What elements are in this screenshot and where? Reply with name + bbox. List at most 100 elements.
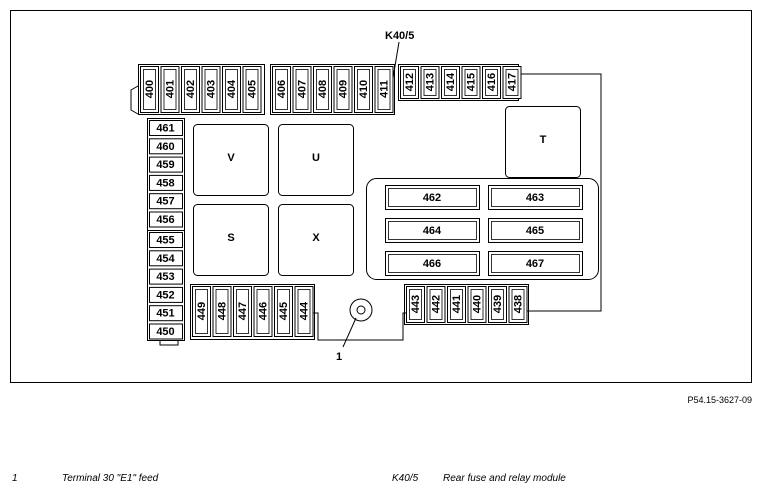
- fuse-444[interactable]: 444: [294, 286, 314, 337]
- fuse-465[interactable]: 465: [488, 218, 583, 243]
- fuse-415[interactable]: 415: [461, 66, 481, 99]
- fuse-label: 446: [258, 302, 270, 320]
- fuse-412[interactable]: 412: [400, 66, 419, 99]
- fuse-461[interactable]: 461: [149, 120, 183, 136]
- fuse-label: 450: [156, 326, 174, 338]
- legend-key-1: 1: [12, 473, 18, 484]
- relay-label: S: [227, 232, 234, 244]
- terminal-inner: [356, 305, 366, 315]
- fuse-407[interactable]: 407: [292, 66, 312, 113]
- fuse-label: 463: [526, 192, 544, 204]
- fuse-410[interactable]: 410: [354, 66, 373, 113]
- fuse-label: 438: [513, 295, 525, 313]
- fuse-label: 445: [278, 302, 290, 320]
- fuse-442[interactable]: 442: [426, 286, 446, 323]
- fuse-457[interactable]: 457: [149, 193, 183, 210]
- relay-X[interactable]: X: [278, 204, 354, 276]
- module-callout: K40/5: [385, 30, 414, 42]
- fuse-452[interactable]: 452: [149, 286, 183, 303]
- fuse-label: 414: [445, 72, 457, 91]
- fuse-464[interactable]: 464: [385, 218, 480, 243]
- fuse-466[interactable]: 466: [385, 251, 480, 276]
- fuse-label: 405: [247, 80, 259, 98]
- relay-label: U: [312, 152, 320, 164]
- fuse-458[interactable]: 458: [149, 174, 183, 191]
- fuse-463[interactable]: 463: [488, 185, 583, 210]
- fuse-label: 448: [217, 302, 229, 320]
- fuse-441[interactable]: 441: [447, 286, 466, 323]
- fuse-443[interactable]: 443: [406, 286, 425, 323]
- fuse-label: 411: [379, 80, 391, 98]
- fuse-401[interactable]: 401: [160, 66, 180, 113]
- fuse-439[interactable]: 439: [488, 286, 507, 323]
- left-lower-housing: [147, 230, 185, 341]
- bottom-left-housing: [190, 284, 315, 340]
- fuse-456[interactable]: 456: [149, 211, 183, 228]
- fuse-413[interactable]: 413: [420, 66, 440, 99]
- fuse-445[interactable]: 445: [274, 286, 293, 337]
- fuse-label: 406: [276, 80, 288, 98]
- fuse-414[interactable]: 414: [441, 66, 460, 99]
- legend-key-2: K40/5: [392, 473, 419, 484]
- fuse-label: 410: [358, 80, 370, 98]
- fuse-label: 417: [507, 73, 519, 91]
- fuse-416[interactable]: 416: [482, 66, 501, 99]
- fuse-438[interactable]: 438: [508, 286, 528, 323]
- fuse-label: 458: [156, 177, 174, 189]
- fuse-409[interactable]: 409: [333, 66, 353, 113]
- fuse-408[interactable]: 408: [313, 66, 332, 113]
- feed-callout-line: [342, 317, 357, 348]
- fuse-400[interactable]: 400: [140, 66, 159, 113]
- relay-V[interactable]: V: [193, 124, 269, 196]
- bottom-right-housing: [404, 284, 529, 325]
- fuse-label: 453: [156, 271, 174, 283]
- fuse-454[interactable]: 454: [149, 250, 183, 267]
- fuse-label: 401: [165, 80, 177, 98]
- fuse-467[interactable]: 467: [488, 251, 583, 276]
- fuse-446[interactable]: 446: [253, 286, 273, 337]
- fuse-label: 467: [526, 258, 544, 270]
- relay-U[interactable]: U: [278, 124, 354, 196]
- fuse-462[interactable]: 462: [385, 185, 480, 210]
- fuse-450[interactable]: 450: [149, 323, 183, 340]
- fuse-label: 400: [144, 80, 156, 98]
- fuse-406[interactable]: 406: [272, 66, 291, 113]
- fuse-label: 460: [156, 141, 174, 153]
- fuse-label: 442: [431, 295, 443, 313]
- fuse-411[interactable]: 411: [374, 66, 394, 113]
- fuse-448[interactable]: 448: [212, 286, 232, 337]
- fuse-label: 407: [297, 80, 309, 98]
- fuse-label: 465: [526, 225, 544, 237]
- relay-S[interactable]: S: [193, 204, 269, 276]
- fuse-label: 416: [486, 73, 498, 91]
- fuse-417[interactable]: 417: [502, 66, 522, 99]
- relay-label: X: [312, 232, 320, 244]
- relay-T[interactable]: T: [505, 106, 581, 178]
- fuse-453[interactable]: 453: [149, 268, 183, 285]
- fuse-label: 403: [206, 80, 218, 98]
- fuse-label: 402: [185, 80, 197, 98]
- fuse-label: 444: [299, 301, 311, 320]
- fuse-459[interactable]: 459: [149, 156, 183, 173]
- fuse-label: 462: [423, 192, 441, 204]
- fuse-449[interactable]: 449: [192, 286, 211, 337]
- fuse-403[interactable]: 403: [201, 66, 221, 113]
- fuse-label: 452: [156, 289, 174, 301]
- fuse-label: 457: [156, 196, 174, 208]
- fuse-451[interactable]: 451: [149, 305, 183, 322]
- top-mid-housing: [270, 64, 395, 115]
- fuse-label: 455: [156, 235, 174, 247]
- fuse-440[interactable]: 440: [467, 286, 487, 323]
- fuse-405[interactable]: 405: [242, 66, 262, 113]
- fuse-402[interactable]: 402: [181, 66, 200, 113]
- fuse-404[interactable]: 404: [222, 66, 241, 113]
- fuse-label: 408: [317, 80, 329, 98]
- fuse-460[interactable]: 460: [149, 138, 183, 155]
- fuse-label: 454: [156, 253, 175, 265]
- fuse-label: 466: [423, 258, 441, 270]
- fuse-label: 459: [156, 159, 174, 171]
- fuse-455[interactable]: 455: [149, 232, 183, 248]
- reference-code: P54.15-3627-09: [687, 395, 752, 405]
- fuse-447[interactable]: 447: [233, 286, 252, 337]
